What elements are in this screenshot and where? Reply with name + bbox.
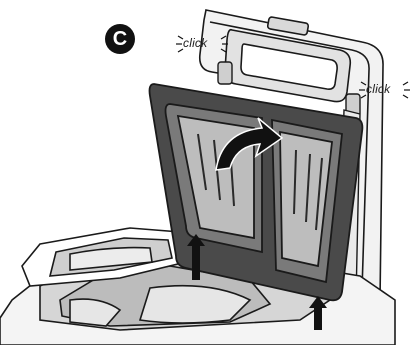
step-badge: C	[105, 24, 135, 54]
click-label-left: click	[183, 36, 207, 50]
click-label-right: click	[366, 82, 390, 96]
